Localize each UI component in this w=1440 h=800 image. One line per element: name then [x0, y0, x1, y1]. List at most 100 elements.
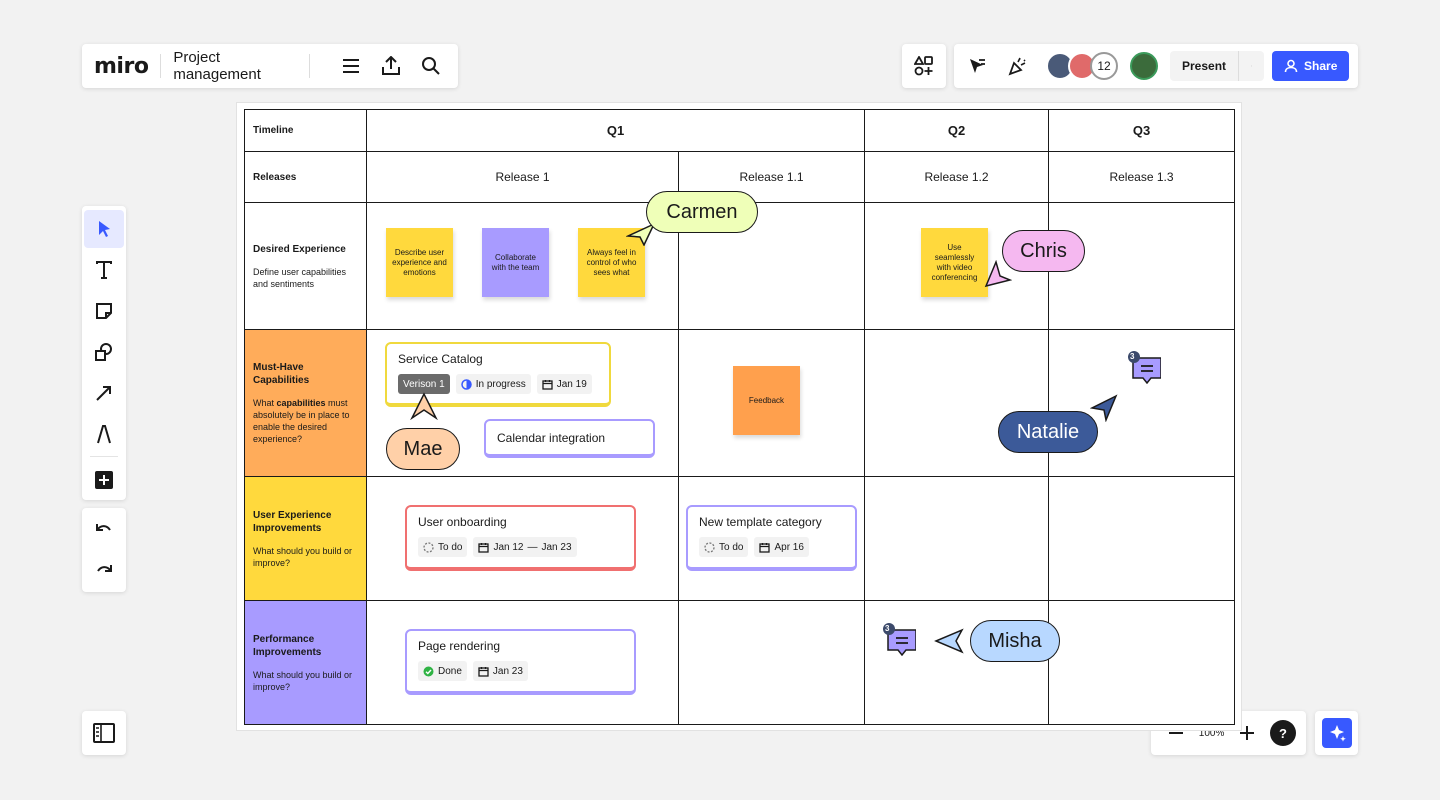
release-header: Release 1: [366, 151, 679, 203]
text-tool-icon[interactable]: [84, 251, 124, 289]
chevron-down-icon[interactable]: [1238, 51, 1264, 81]
version-tag[interactable]: Verison 1: [398, 374, 450, 394]
sticky-note[interactable]: Always feel in control of who sees what: [578, 228, 645, 297]
row-subtitle: What capabilities must absolutely be in …: [253, 398, 350, 444]
release-header: Release 1.2: [864, 151, 1049, 203]
grid-cell[interactable]: [1048, 600, 1235, 725]
date-chip[interactable]: Apr 16: [754, 537, 809, 557]
search-icon[interactable]: [416, 51, 446, 81]
present-label: Present: [1182, 59, 1227, 73]
calendar-icon: [542, 379, 553, 390]
timeline-label: Timeline: [244, 109, 367, 152]
sticky-note[interactable]: Feedback: [733, 366, 800, 435]
row-title: Must-Have Capabilities: [253, 362, 310, 386]
zoom-in-icon[interactable]: [1232, 718, 1262, 748]
status-chip[interactable]: In progress: [455, 374, 531, 394]
share-label: Share: [1304, 59, 1338, 73]
undo-icon[interactable]: [84, 511, 124, 549]
present-button[interactable]: Present: [1170, 51, 1265, 81]
comment-marker[interactable]: 3: [1127, 350, 1162, 385]
comment-count: 3: [1130, 352, 1135, 361]
calendar-icon: [478, 542, 490, 553]
comment-count: 3: [885, 624, 890, 633]
zoom-out-icon[interactable]: [1161, 718, 1191, 748]
redo-icon[interactable]: [84, 552, 124, 590]
row-subtitle: What should you build or improve?: [253, 669, 353, 692]
pen-tool-icon[interactable]: [84, 415, 124, 453]
select-tool-icon[interactable]: [84, 210, 124, 248]
frames-panel-button[interactable]: [82, 711, 126, 755]
history-controls: [82, 508, 126, 592]
card-title: Service Catalog: [398, 352, 483, 366]
grid-cell[interactable]: [864, 476, 1049, 601]
row-title: Performance Improvements: [253, 633, 322, 658]
board-title[interactable]: Project management: [173, 49, 261, 83]
card-title: Page rendering: [418, 639, 501, 653]
sidebar-icon: [93, 723, 115, 743]
share-button[interactable]: Share: [1272, 51, 1350, 81]
miro-logo[interactable]: miro: [94, 53, 149, 79]
sticky-note[interactable]: Collaborate with the team: [482, 228, 549, 297]
export-icon[interactable]: [376, 51, 406, 81]
current-user-avatar[interactable]: [1130, 52, 1158, 80]
card-title: New template category: [699, 515, 822, 529]
row-subtitle: Define user capabilities and sentiments: [253, 266, 347, 289]
sticky-note-icon[interactable]: [84, 292, 124, 330]
task-card[interactable]: Calendar integration: [484, 419, 655, 458]
comment-icon: [1128, 351, 1162, 385]
help-button[interactable]: ?: [1270, 720, 1297, 746]
releases-label: Releases: [244, 151, 367, 203]
shapes-plus-icon: [914, 56, 933, 76]
cursor-icon: [1090, 394, 1118, 422]
connector-arrow-icon[interactable]: [84, 374, 124, 412]
grid-cell[interactable]: [864, 329, 1049, 477]
zoom-level[interactable]: 100%: [1198, 727, 1225, 739]
task-card[interactable]: Page rendering Done Jan 23: [405, 629, 636, 695]
comment-icon: [883, 623, 917, 657]
apps-button[interactable]: [902, 44, 946, 88]
comment-marker[interactable]: 3: [882, 622, 917, 657]
menu-icon[interactable]: [336, 51, 366, 81]
grid-cell[interactable]: [1048, 202, 1235, 330]
row-header: Desired Experience Define user capabilit…: [244, 202, 367, 330]
row-header: User Experience Improvements What should…: [244, 476, 367, 601]
follow-cursor-icon[interactable]: [962, 51, 992, 81]
collaborator-name-tag: Chris: [1002, 230, 1085, 272]
status-chip[interactable]: Done: [418, 661, 467, 681]
celebrate-icon[interactable]: [1002, 51, 1032, 81]
row-title: Desired Experience: [253, 243, 346, 255]
avatar-stack[interactable]: 12: [1046, 52, 1118, 80]
done-check-icon: [423, 666, 434, 676]
collaborator-count[interactable]: 12: [1090, 52, 1118, 80]
date-chip[interactable]: Jan 12—Jan 23: [473, 537, 577, 557]
sticky-note[interactable]: Describe user experience and emotions: [386, 228, 453, 297]
quarter-header: Q2: [864, 109, 1049, 152]
tool-palette: [82, 206, 126, 500]
divider: [309, 54, 310, 78]
date-chip[interactable]: Jan 19: [536, 374, 592, 394]
todo-icon: [423, 541, 434, 553]
grid-cell[interactable]: [678, 600, 865, 725]
row-header: Performance Improvements What should you…: [244, 600, 367, 725]
card-title: User onboarding: [418, 515, 507, 529]
in-progress-icon: [460, 378, 472, 390]
cursor-icon: [626, 222, 656, 246]
cursor-icon: [984, 260, 1012, 288]
sticky-note[interactable]: Use seamlessly with video conferencing: [921, 228, 988, 297]
date-chip[interactable]: Jan 23: [472, 661, 528, 681]
calendar-icon: [478, 666, 489, 677]
status-chip[interactable]: To do: [699, 537, 749, 557]
ai-assistant-button[interactable]: [1315, 711, 1358, 755]
task-card[interactable]: New template category To do Apr 16: [686, 505, 857, 571]
task-card[interactable]: User onboarding To do Jan 12—Jan 23: [405, 505, 636, 571]
shapes-tool-icon[interactable]: [84, 333, 124, 371]
todo-icon: [704, 541, 715, 553]
calendar-icon: [759, 542, 771, 553]
status-chip[interactable]: To do: [418, 537, 468, 557]
collaborator-name-tag: Misha: [970, 620, 1060, 662]
collaborator-name-tag: Carmen: [646, 191, 758, 233]
row-subtitle: What should you build or improve?: [253, 545, 353, 568]
grid-cell[interactable]: [1048, 476, 1235, 601]
more-tools-icon[interactable]: [84, 461, 124, 499]
cursor-icon: [410, 392, 438, 420]
